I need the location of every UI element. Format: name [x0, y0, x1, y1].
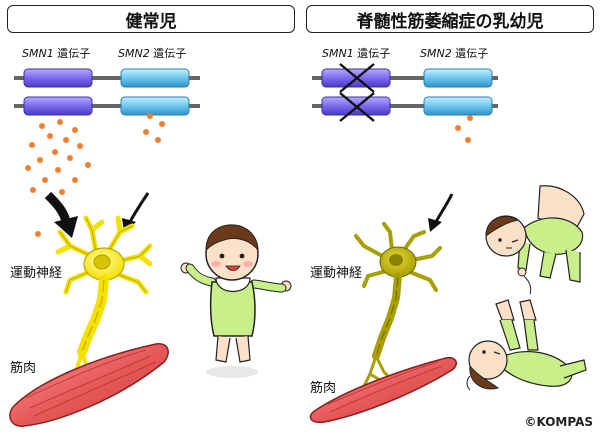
sma-chromosome-top	[312, 68, 498, 88]
sma-thin-arrow	[434, 193, 454, 223]
sma-motor-neuron-label: 運動神経	[310, 266, 363, 281]
sma-muscle	[309, 356, 457, 424]
sma-baby-held-illustration	[485, 185, 585, 295]
sma-thin-arrowhead	[428, 218, 442, 232]
copyright-credit: ©KOMPAS	[524, 415, 593, 429]
sma-chromosome-bottom	[312, 96, 498, 116]
healthy-motor-neuron-label: 運動神経	[10, 266, 63, 281]
healthy-muscle-label: 筋肉	[10, 361, 37, 376]
healthy-thick-arrowhead	[54, 216, 78, 238]
healthy-panel-title: 健常児	[7, 5, 295, 33]
healthy-chromosome-bottom	[14, 96, 200, 116]
healthy-baby-illustration	[180, 224, 292, 378]
sma-smn1-suffix: 遺伝子	[357, 47, 391, 60]
healthy-motor-neuron	[55, 215, 153, 398]
smn1-deletion-cross-marks	[339, 63, 375, 122]
healthy-smn1-label: SMN1 遺伝子	[22, 45, 90, 61]
sma-title-text: 脊髄性筋萎縮症の乳幼児	[356, 11, 544, 32]
sma-smn1-label: SMN1 遺伝子	[322, 45, 390, 61]
sma-smn1-name: SMN1	[322, 47, 354, 60]
sma-muscle-label: 筋肉	[310, 381, 337, 396]
sma-panel-title: 脊髄性筋萎縮症の乳幼児	[306, 5, 594, 33]
healthy-smn1-suffix: 遺伝子	[57, 47, 91, 60]
sma-smn2-suffix: 遺伝子	[455, 47, 489, 60]
healthy-muscle	[9, 343, 169, 427]
healthy-title-text: 健常児	[125, 11, 177, 32]
healthy-chromosome-top	[14, 68, 200, 88]
healthy-thin-arrow	[128, 192, 150, 223]
sma-smn-protein-dots	[455, 115, 473, 143]
sma-baby-pulled-illustration	[466, 299, 587, 391]
healthy-smn2-label: SMN2 遺伝子	[118, 45, 186, 61]
healthy-smn-protein-dots	[25, 113, 165, 237]
healthy-smn1-name: SMN1	[22, 47, 54, 60]
sma-smn2-label: SMN2 遺伝子	[420, 45, 488, 61]
sma-smn2-name: SMN2	[420, 47, 452, 60]
healthy-smn2-name: SMN2	[118, 47, 150, 60]
healthy-smn2-suffix: 遺伝子	[153, 47, 187, 60]
healthy-thick-arrow	[44, 191, 71, 224]
